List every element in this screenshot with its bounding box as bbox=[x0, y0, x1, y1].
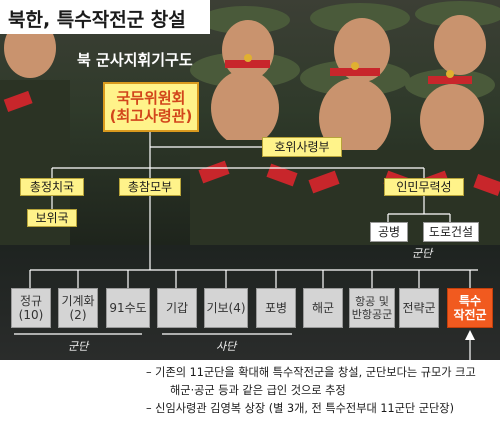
supreme-commander-label: (최고사령관) bbox=[109, 107, 193, 125]
division-group-label: 사단 bbox=[216, 340, 237, 353]
security-bureau-label: 보위국 bbox=[35, 210, 69, 225]
air-force-label-line1: 항공 및 bbox=[355, 294, 389, 308]
general-staff-box: 총참모부 bbox=[119, 178, 181, 196]
soldiers-photo bbox=[0, 0, 500, 245]
note-line-2: 해군·공군 등과 같은 급인 것으로 추정 bbox=[170, 384, 346, 397]
mechanized-corps-label: 기계화 bbox=[61, 293, 95, 308]
armor-division-box: 기갑 bbox=[157, 288, 197, 328]
regular-corps-count: (10) bbox=[18, 308, 44, 322]
regular-corps-label: 정규 bbox=[19, 293, 43, 308]
state-affairs-commission-label: 국무위원회 bbox=[116, 89, 186, 107]
mechanized-corps-count: (2) bbox=[69, 308, 87, 322]
mechanized-infantry-division-label: 기보(4) bbox=[206, 300, 246, 315]
state-affairs-commission-box: 국무위원회 (최고사령관) bbox=[103, 82, 199, 132]
corps-group-label: 군단 bbox=[68, 340, 89, 353]
note-line-1: – 기존의 11군단을 확대해 특수작전군을 창설, 군단보다는 규모가 크고 bbox=[146, 366, 476, 379]
headline-bar bbox=[0, 0, 210, 34]
general-political-bureau-label: 총정치국 bbox=[29, 179, 75, 194]
special-operations-label-line1: 특수 bbox=[458, 293, 482, 308]
guard-command-box: 호위사령부 bbox=[262, 137, 342, 157]
soldiers-illustration bbox=[0, 1, 500, 245]
navy-label: 해군 bbox=[311, 300, 335, 315]
security-bureau-box: 보위국 bbox=[27, 209, 77, 227]
notes-background bbox=[0, 360, 500, 422]
chart-subtitle: 북 군사지휘기구도 bbox=[77, 51, 193, 69]
armor-division-label: 기갑 bbox=[165, 300, 189, 315]
note-line-3: – 신임사령관 김영복 상장 (별 3개, 전 특수전부대 11군단 군단장) bbox=[146, 402, 454, 415]
air-force-box: 항공 및 반항공군 bbox=[349, 288, 395, 328]
special-operations-label-line2: 작전군 bbox=[453, 308, 487, 322]
road-construction-box: 도로건설 bbox=[423, 222, 479, 242]
capital-91-corps-label: 91수도 bbox=[109, 300, 147, 315]
engineer-label: 공병 bbox=[377, 224, 401, 239]
special-operations-force-box: 특수 작전군 bbox=[447, 288, 493, 328]
strategic-force-label: 전략군 bbox=[402, 300, 436, 315]
headline: 북한, 특수작전군 창설 bbox=[8, 9, 186, 31]
mechanized-corps-box: 기계화 (2) bbox=[58, 288, 98, 328]
guard-command-label: 호위사령부 bbox=[274, 139, 330, 154]
artillery-division-label: 포병 bbox=[264, 300, 288, 315]
mechanized-infantry-division-box: 기보(4) bbox=[204, 288, 248, 328]
general-staff-label: 총참모부 bbox=[127, 179, 173, 194]
corps-label-engineer: 군단 bbox=[412, 247, 433, 260]
peoples-armed-forces-label: 인민무력성 bbox=[396, 179, 452, 194]
road-construction-label: 도로건설 bbox=[428, 224, 474, 239]
peoples-armed-forces-box: 인민무력성 bbox=[384, 178, 464, 196]
air-force-label-line2: 반항공군 bbox=[351, 308, 393, 321]
general-political-bureau-box: 총정치국 bbox=[20, 178, 84, 196]
capital-91-corps-box: 91수도 bbox=[106, 288, 150, 328]
artillery-division-box: 포병 bbox=[256, 288, 296, 328]
regular-corps-box: 정규 (10) bbox=[11, 288, 51, 328]
strategic-force-box: 전략군 bbox=[399, 288, 439, 328]
navy-box: 해군 bbox=[303, 288, 343, 328]
engineer-box: 공병 bbox=[370, 222, 408, 242]
